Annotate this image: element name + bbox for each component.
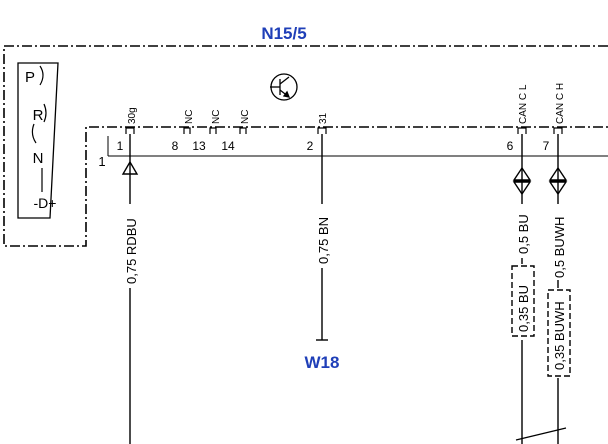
pin-func-nc-14: NC (240, 110, 251, 124)
wire-bn (316, 134, 328, 341)
pin-func-31: 31 (318, 112, 329, 124)
pin-num-1: 1 (117, 139, 124, 153)
pin-func-30g: 30g (127, 107, 138, 124)
twisted-label-buwh: 0,35 BUWH (552, 301, 567, 370)
pin-func-nc-8: NC (184, 110, 195, 124)
ground-label: W18 (305, 353, 340, 372)
pin-func-can-h: CAN C H (555, 83, 566, 124)
pin-ticks (125, 127, 563, 134)
connector-label: 1 (98, 154, 105, 169)
gear-n: N (33, 150, 44, 167)
pin-func-can-l: CAN C L (518, 84, 529, 124)
connector-body (107, 136, 608, 157)
wire-label-bn: 0,75 BN (316, 217, 331, 264)
pin-num-7: 7 (543, 139, 550, 153)
twisted-label-bu: 0,35 BU (516, 285, 531, 332)
twisted-box-bu (511, 265, 535, 337)
gear-selector: P R N -D+ (17, 62, 59, 219)
wire-label-bu: 0,5 BU (516, 214, 531, 254)
pin-num-8: 8 (172, 139, 179, 153)
twisted-box-buwh (547, 289, 571, 377)
twisted-pair-marks (515, 427, 567, 441)
transistor-icon (270, 73, 298, 101)
gear-p: P (25, 69, 35, 86)
wire-rdbu (121, 134, 139, 444)
pin-num-14: 14 (221, 139, 235, 153)
wire-bu (512, 134, 532, 444)
pin-num-13: 13 (192, 139, 206, 153)
module-name: N15/5 (261, 24, 306, 43)
pin-num-2: 2 (307, 139, 314, 153)
wire-buwh (548, 134, 568, 444)
wire-label-rdbu: 0,75 RDBU (124, 218, 139, 284)
gear-d: -D+ (34, 195, 57, 211)
wire-label-buwh: 0,5 BUWH (552, 217, 567, 278)
gear-r: R (33, 107, 44, 124)
pin-num-6: 6 (507, 139, 514, 153)
pin-func-nc-13: NC (211, 110, 222, 124)
